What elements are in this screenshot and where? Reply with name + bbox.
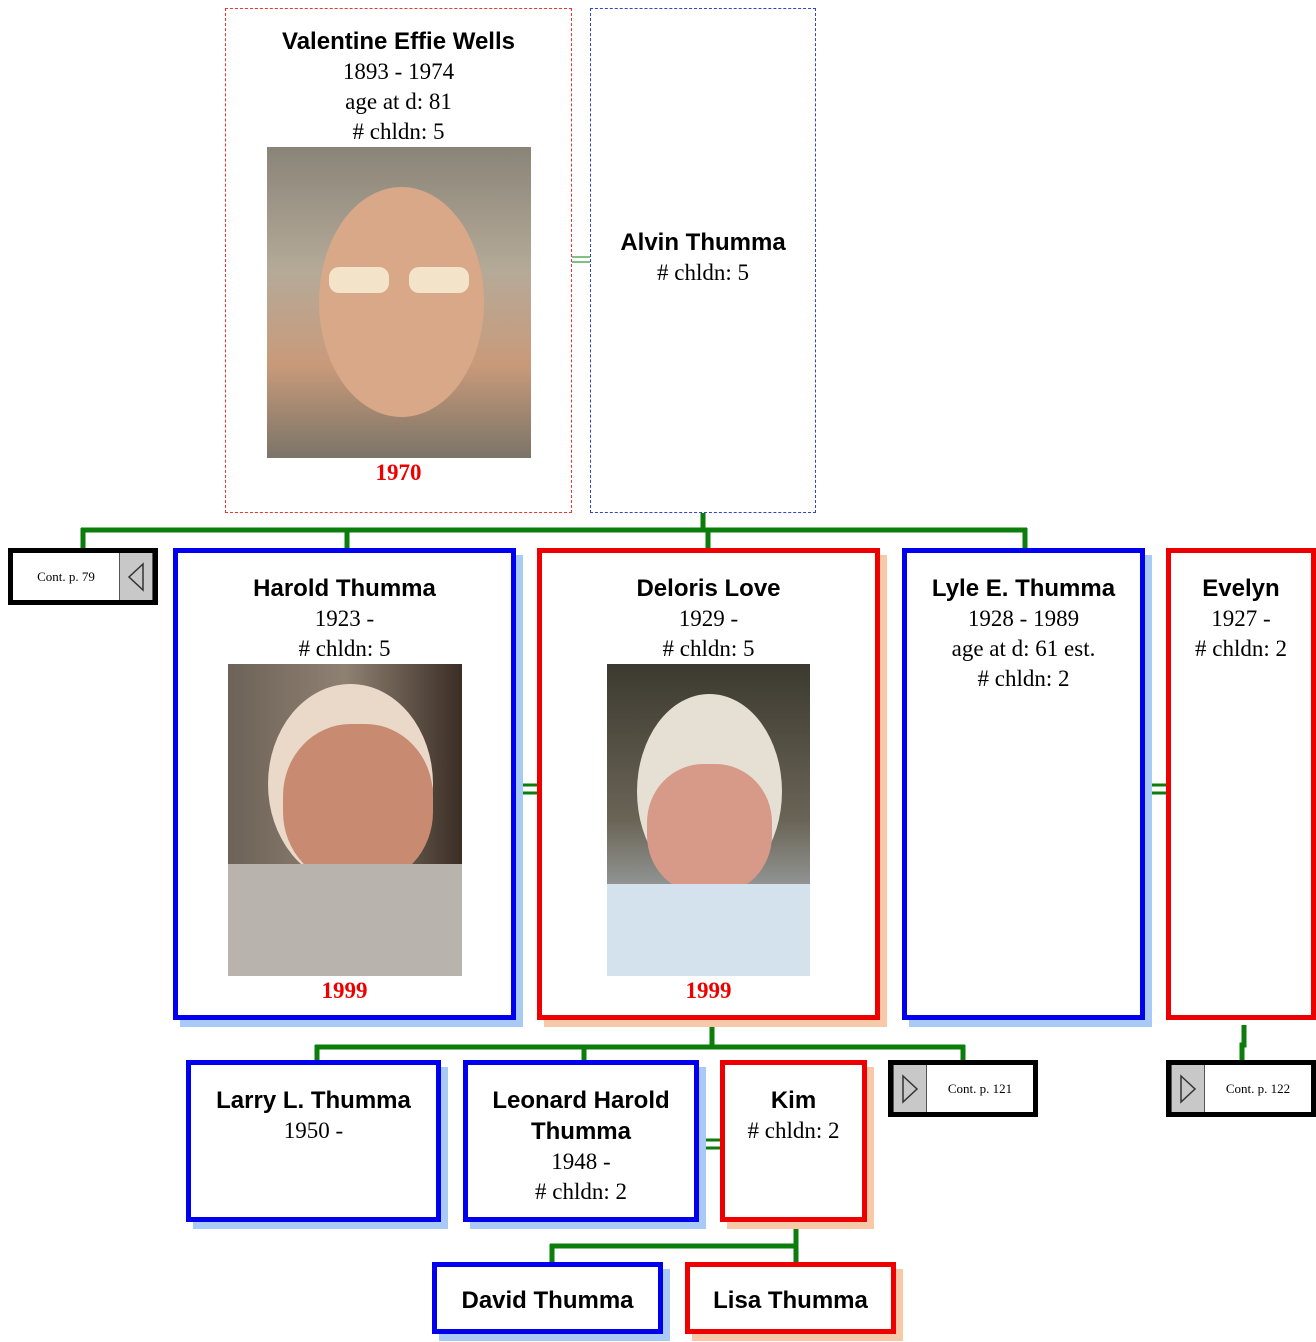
arrow-left-icon: [119, 553, 153, 600]
person-card-harold[interactable]: Harold Thumma 1923 - # chldn: 5 1999: [173, 548, 516, 1020]
person-card-alvin[interactable]: Alvin Thumma # chldn: 5: [590, 8, 816, 513]
person-age: age at d: 61 est.: [951, 636, 1096, 661]
person-name: Evelyn: [1202, 575, 1280, 602]
person-children-count: # chldn: 2: [1195, 636, 1287, 661]
person-children-count: # chldn: 5: [352, 119, 445, 144]
person-name: Valentine Effie Wells: [282, 28, 515, 55]
person-photo: [266, 147, 531, 458]
person-card-valentine[interactable]: Valentine Effie Wells 1893 - 1974 age at…: [225, 8, 572, 513]
person-card-kim[interactable]: Kim # chldn: 2: [720, 1060, 867, 1222]
person-children-count: # chldn: 5: [662, 636, 755, 661]
person-name: Leonard Harold Thumma: [492, 1087, 670, 1145]
person-dates: 1950 -: [283, 1118, 344, 1143]
arrow-right-icon: [1171, 1065, 1205, 1112]
person-photo: [227, 664, 462, 976]
person-name: Alvin Thumma: [620, 229, 786, 256]
photo-year: 1999: [685, 978, 732, 1003]
person-name: Deloris Love: [636, 575, 781, 602]
person-children-count: # chldn: 2: [535, 1179, 627, 1204]
person-photo: [607, 664, 810, 976]
person-dates: 1927 -: [1211, 606, 1271, 631]
person-name: Lyle E. Thumma: [931, 575, 1116, 602]
continuation-right[interactable]: Cont. p. 122: [1166, 1060, 1316, 1117]
person-dates: 1928 - 1989: [967, 606, 1080, 631]
photo-year: 1999: [321, 978, 368, 1003]
person-dates: 1893 - 1974: [342, 59, 455, 84]
person-dates: 1923 -: [314, 606, 375, 631]
person-card-larry[interactable]: Larry L. Thumma 1950 -: [186, 1060, 441, 1222]
person-children-count: # chldn: 5: [657, 260, 749, 285]
person-card-deloris[interactable]: Deloris Love 1929 - # chldn: 5 1999: [537, 548, 880, 1020]
person-card-evelyn[interactable]: Evelyn 1927 - # chldn: 2: [1166, 548, 1316, 1020]
continuation-label: Cont. p. 122: [1225, 1080, 1291, 1096]
person-name: Harold Thumma: [253, 575, 436, 602]
continuation-label: Cont. p. 79: [37, 568, 95, 584]
person-name: Kim: [770, 1087, 817, 1114]
person-children-count: # chldn: 5: [298, 636, 391, 661]
photo-year: 1970: [375, 460, 422, 485]
continuation-middle[interactable]: Cont. p. 121: [888, 1060, 1038, 1117]
person-age: age at d: 81: [345, 89, 452, 114]
continuation-label: Cont. p. 121: [947, 1080, 1013, 1096]
person-card-lyle[interactable]: Lyle E. Thumma 1928 - 1989 age at d: 61 …: [902, 548, 1145, 1020]
person-name: David Thumma: [461, 1287, 634, 1314]
person-card-lisa[interactable]: Lisa Thumma: [685, 1262, 896, 1334]
person-card-david[interactable]: David Thumma: [432, 1262, 663, 1334]
person-children-count: # chldn: 2: [747, 1118, 840, 1143]
person-dates: 1929 -: [678, 606, 739, 631]
person-name: Larry L. Thumma: [216, 1087, 411, 1114]
person-dates: 1948 -: [551, 1149, 611, 1174]
arrow-right-icon: [893, 1065, 927, 1112]
person-name: Lisa Thumma: [713, 1287, 868, 1314]
person-children-count: # chldn: 2: [977, 666, 1070, 691]
continuation-left[interactable]: Cont. p. 79: [8, 548, 158, 605]
person-card-leonard[interactable]: Leonard Harold Thumma 1948 - # chldn: 2: [463, 1060, 699, 1222]
